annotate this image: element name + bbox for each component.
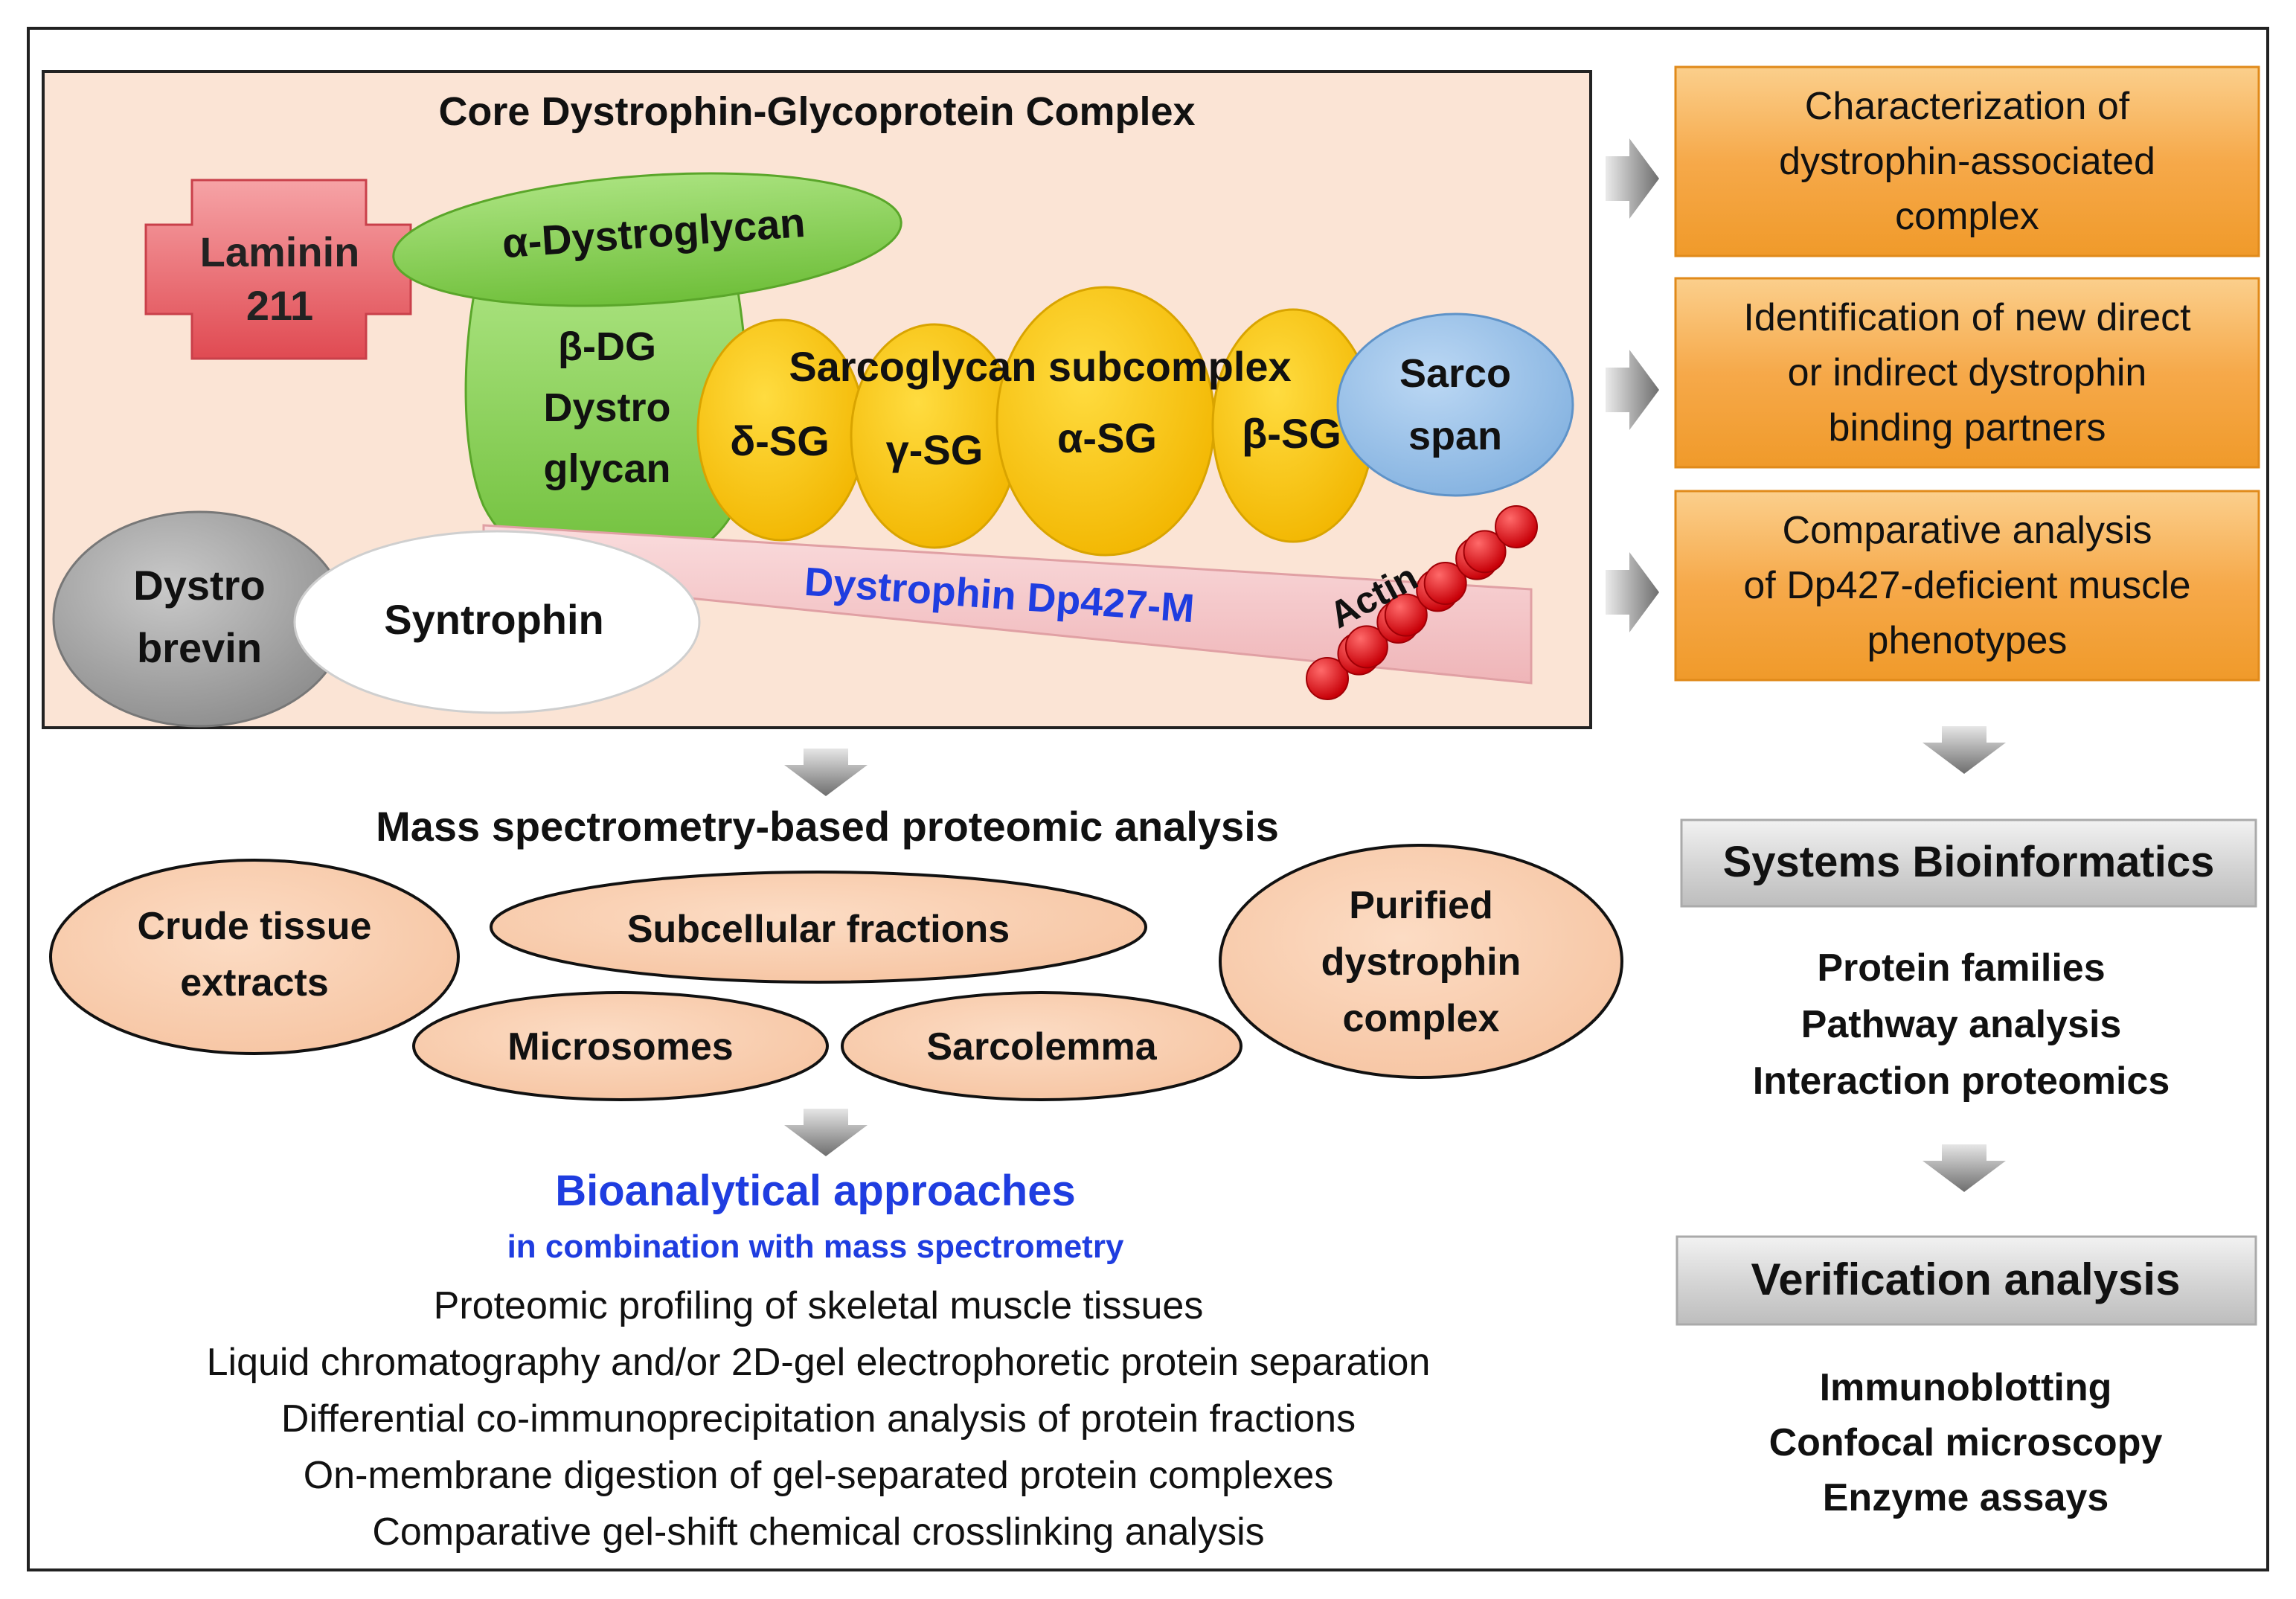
purified-complex-label-1: Purified xyxy=(1349,884,1493,927)
verification-item: Confocal microscopy xyxy=(1769,1421,2163,1464)
sarcoglycan-subcomplex-label: Sarcoglycan subcomplex xyxy=(789,343,1291,390)
systems-bioinformatics-section: Systems Bioinformatics Protein families … xyxy=(1680,818,2257,1103)
arrow-down-icon xyxy=(784,1109,868,1156)
outcome-box-2: Identification of new direct or indirect… xyxy=(1674,277,2260,469)
bioanalytical-line: Proteomic profiling of skeletal muscle t… xyxy=(434,1284,1204,1327)
outcome-box-line: Identification of new direct xyxy=(1743,296,2191,339)
sarcolemma-ellipse xyxy=(841,991,1242,1101)
alpha-dystroglycan-shape xyxy=(392,172,902,307)
syntrophin-shape xyxy=(293,530,701,714)
outcome-box-bg xyxy=(1674,65,2260,257)
laminin-shape xyxy=(144,179,412,360)
bioanalytical-line: Liquid chromatography and/or 2D-gel elec… xyxy=(207,1341,1431,1384)
actin-filament xyxy=(1306,505,1538,700)
bioanalytical-title: Bioanalytical approaches xyxy=(555,1167,1075,1215)
arrow-down-icon xyxy=(784,749,868,796)
bioanalytical-line: Differential co-immunoprecipitation anal… xyxy=(281,1397,1356,1441)
microsomes-ellipse xyxy=(412,991,829,1101)
crude-tissue-label-bottom: extracts xyxy=(180,961,328,1004)
sarcospan-shape xyxy=(1336,313,1574,497)
outcome-box-line: phenotypes xyxy=(1867,619,2068,662)
outcome-box-bg xyxy=(1674,490,2260,682)
outcome-box-line: or indirect dystrophin xyxy=(1788,351,2147,394)
crude-tissue-label-top: Crude tissue xyxy=(138,905,372,948)
actin-bead xyxy=(1423,562,1467,605)
mass-spec-title: Mass spectrometry-based proteomic analys… xyxy=(376,803,1279,850)
systems-item: Pathway analysis xyxy=(1801,1003,2122,1046)
bioanalytical-line: On-membrane digestion of gel-separated p… xyxy=(304,1454,1334,1497)
sarcospan-label-top: Sarco xyxy=(1399,351,1511,396)
right-pointing-arrows xyxy=(1606,138,1659,632)
purified-complex-ellipse xyxy=(1219,844,1623,1079)
actin-bead xyxy=(1463,530,1507,574)
outcome-box-line: of Dp427-deficient muscle xyxy=(1743,564,2190,607)
arrow-right-icon xyxy=(1606,552,1659,632)
subcellular-fractions-label: Subcellular fractions xyxy=(627,908,1010,951)
outcome-box-line: complex xyxy=(1895,195,2039,238)
verification-section: Verification analysis Immunoblotting Con… xyxy=(1675,1235,2257,1519)
complex-title: Core Dystrophin-Glycoprotein Complex xyxy=(438,89,1195,134)
outcome-box-1: Characterization of dystrophin-associate… xyxy=(1674,65,2260,257)
verification-item: Immunoblotting xyxy=(1820,1366,2112,1409)
purified-complex-label-3: complex xyxy=(1343,997,1500,1040)
beta-sg-label: β-SG xyxy=(1242,410,1341,457)
bioanalytical-section: Bioanalytical approaches in combination … xyxy=(207,1167,1431,1554)
alpha-sg-label: α-SG xyxy=(1057,414,1157,461)
arrow-right-icon xyxy=(1606,350,1659,430)
purified-complex-label-2: dystrophin xyxy=(1321,941,1521,984)
actin-bead xyxy=(1384,593,1428,637)
core-complex-panel: Core Dystrophin-Glycoprotein Complex Lam… xyxy=(42,70,1592,729)
beta-dg-glycan: glycan xyxy=(543,446,670,491)
systems-bioinformatics-title: Systems Bioinformatics xyxy=(1723,838,2215,886)
arrow-down-icon xyxy=(1923,726,2006,774)
verification-box xyxy=(1675,1235,2257,1326)
subcellular-fractions-ellipse xyxy=(490,871,1147,984)
beta-dg-dystro: Dystro xyxy=(543,385,670,430)
beta-dg-label: β-DG xyxy=(558,324,656,369)
actin-bead xyxy=(1344,625,1388,669)
mass-spec-section: Mass spectrometry-based proteomic analys… xyxy=(49,803,1623,1101)
crude-tissue-ellipse xyxy=(49,859,460,1055)
outcome-box-line: binding partners xyxy=(1829,406,2106,449)
bioanalytical-subtitle: in combination with mass spectrometry xyxy=(507,1228,1124,1265)
verification-title: Verification analysis xyxy=(1751,1254,2181,1304)
verification-item: Enzyme assays xyxy=(1823,1476,2109,1519)
outcome-box-line: Characterization of xyxy=(1805,85,2130,128)
syntrophin-label: Syntrophin xyxy=(384,596,604,643)
outcome-box-3: Comparative analysis of Dp427-deficient … xyxy=(1674,490,2260,682)
outcome-box-line: Comparative analysis xyxy=(1782,509,2152,552)
dystrobrevin-label-top: Dystro xyxy=(133,562,265,609)
systems-bioinformatics-box xyxy=(1680,818,2257,908)
delta-sg-label: δ-SG xyxy=(730,417,830,464)
gamma-sg-label: γ-SG xyxy=(886,426,984,473)
systems-item: Interaction proteomics xyxy=(1753,1060,2170,1103)
down-arrows xyxy=(784,726,2006,1192)
arrow-down-icon xyxy=(1923,1144,2006,1192)
bioanalytical-line: Comparative gel-shift chemical crosslink… xyxy=(372,1510,1264,1554)
dystrobrevin-label-bottom: brevin xyxy=(137,624,262,671)
outcome-box-line: dystrophin-associated xyxy=(1779,140,2155,183)
sarcolemma-label: Sarcolemma xyxy=(926,1025,1157,1068)
laminin-label: Laminin xyxy=(200,228,360,275)
systems-item: Protein families xyxy=(1817,946,2105,990)
actin-bead xyxy=(1306,657,1349,700)
arrow-right-icon xyxy=(1606,138,1659,219)
outcome-box-bg xyxy=(1674,277,2260,469)
laminin-number: 211 xyxy=(246,282,313,329)
sarcospan-label-bottom: span xyxy=(1408,414,1502,458)
actin-bead xyxy=(1495,505,1538,548)
microsomes-label: Microsomes xyxy=(507,1025,733,1068)
